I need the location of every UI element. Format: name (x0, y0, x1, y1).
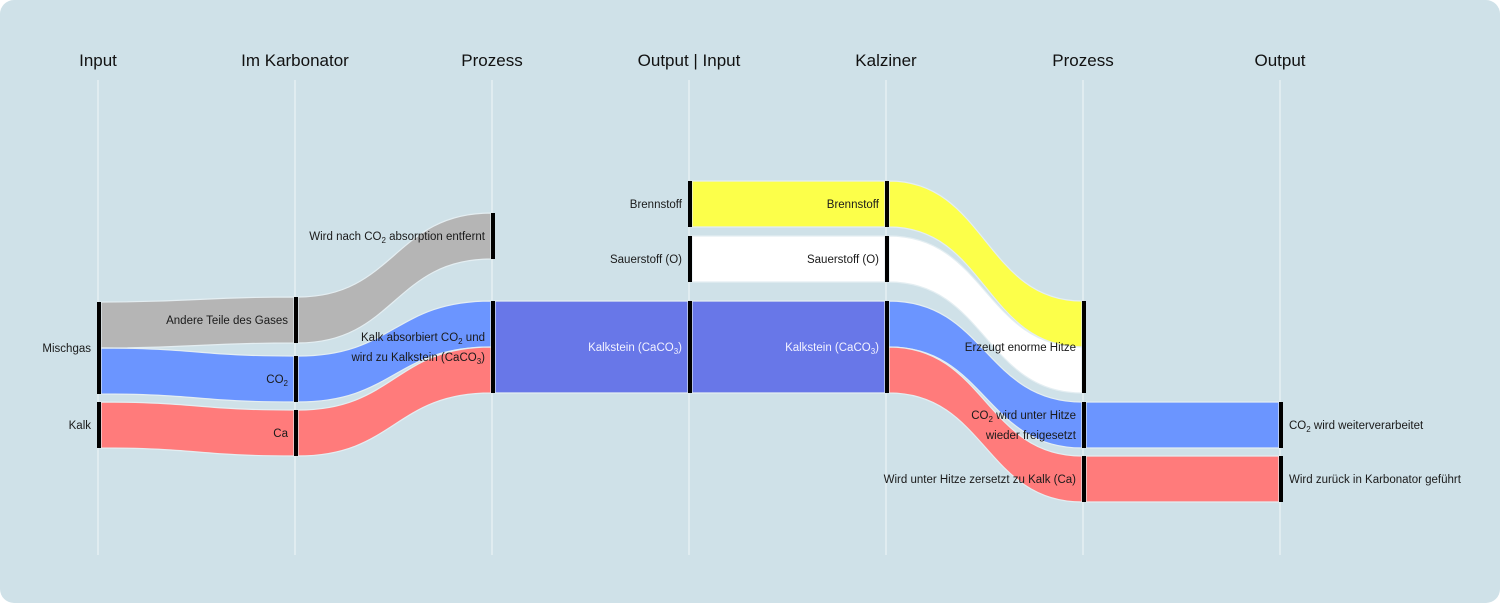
flow-link-ca_zer-to-ca_out (1085, 455, 1280, 503)
node-label-sauer_in: Sauerstoff (O) (610, 254, 682, 266)
flow-link-kalk-to-ca_k (100, 401, 295, 457)
node-bar-andere[interactable] (294, 297, 298, 343)
node-bar-brenn_in[interactable] (688, 181, 692, 227)
flow-links (100, 180, 1280, 503)
column-title: Kalziner (855, 51, 917, 70)
node-label-hitze: Erzeugt enorme Hitze (965, 342, 1076, 354)
node-bar-entfernt[interactable] (491, 213, 495, 259)
node-bar-ca_k[interactable] (294, 410, 298, 456)
column-title: Output | Input (638, 51, 741, 70)
node-bar-kalkstein_out[interactable] (688, 301, 692, 393)
node-label-andere: Andere Teile des Gases (166, 315, 288, 327)
node-label-ca_k: Ca (273, 428, 288, 440)
flow-link-mischgas-to-co2_k (100, 347, 295, 403)
node-label-entfernt: Wird nach CO2 absorption entfernt (309, 231, 486, 245)
node-label-brenn_in: Brennstoff (630, 199, 683, 211)
column-titles: Input Im Karbonator Prozess Output | Input K… (79, 51, 1306, 70)
node-label-kalk: Kalk (69, 420, 92, 432)
node-bar-ca_out[interactable] (1279, 456, 1283, 502)
node-bar-co2_k[interactable] (294, 356, 298, 402)
node-bar-absorbiert[interactable] (491, 301, 495, 393)
node-label-absorbiert: wird zu Kalkstein (CaCO3) (350, 352, 485, 366)
node-bar-sauer_k[interactable] (885, 236, 889, 282)
node-bar-ca_zer[interactable] (1082, 456, 1086, 502)
node-label-co2_frei: wieder freigesetzt (985, 430, 1077, 442)
column-title: Prozess (461, 51, 522, 70)
node-bar-sauer_in[interactable] (688, 236, 692, 282)
node-bars (97, 181, 1283, 502)
node-label-ca_out: Wird zurück in Karbonator geführt (1289, 474, 1462, 486)
flow-link-co2_frei-to-co2_out (1085, 401, 1280, 449)
node-bar-co2_frei[interactable] (1082, 402, 1086, 448)
node-label-co2_k: CO2 (266, 374, 288, 388)
node-bar-co2_out[interactable] (1279, 402, 1283, 448)
node-label-ca_zer: Wird unter Hitze zersetzt zu Kalk (Ca) (884, 474, 1077, 486)
node-label-mischgas: Mischgas (42, 343, 91, 355)
column-title: Im Karbonator (241, 51, 349, 70)
node-label-kalkstein_k: Kalkstein (CaCO3) (785, 342, 879, 356)
column-title: Output (1254, 51, 1305, 70)
node-bar-mischgas[interactable] (97, 302, 101, 394)
node-label-absorbiert: Kalk absorbiert CO2 und (361, 332, 485, 346)
node-bar-brenn_k[interactable] (885, 181, 889, 227)
node-label-co2_frei: CO2 wird unter Hitze (971, 410, 1076, 424)
node-bar-hitze[interactable] (1082, 301, 1086, 393)
column-title: Input (79, 51, 117, 70)
node-label-brenn_k: Brennstoff (827, 199, 880, 211)
node-label-kalkstein_out: Kalkstein (CaCO3) (588, 342, 682, 356)
node-bar-kalk[interactable] (97, 402, 101, 448)
node-label-sauer_k: Sauerstoff (O) (807, 254, 879, 266)
node-bar-kalkstein_k[interactable] (885, 301, 889, 393)
node-label-co2_out: CO2 wird weiterverarbeitet (1289, 420, 1424, 434)
column-title: Prozess (1052, 51, 1113, 70)
